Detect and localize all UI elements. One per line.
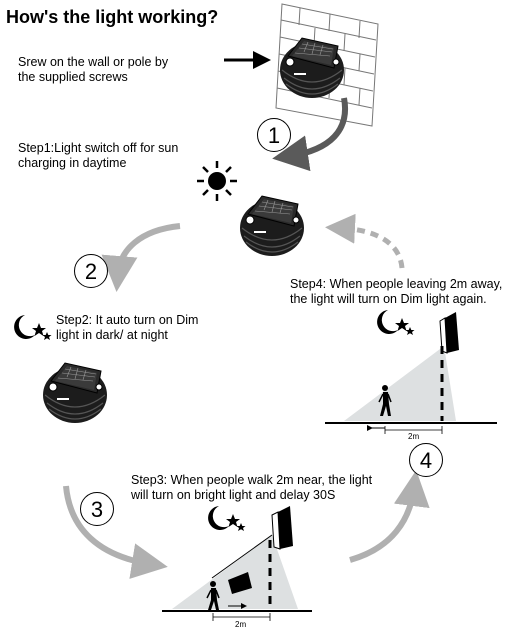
step3-number-badge: 3 xyxy=(80,492,114,526)
mount-instruction: Srew on the wall or pole by the supplied… xyxy=(18,55,169,84)
step1-number-badge: 1 xyxy=(257,118,291,152)
step4-distance-label: 2m xyxy=(408,432,420,441)
step3-scene xyxy=(162,506,312,621)
daytime-lamp-icon xyxy=(239,195,305,257)
page-title: How's the light working? xyxy=(6,7,219,27)
arrow-step4-icon xyxy=(325,213,405,269)
step1-description: Step1:Light switch off for sun charging … xyxy=(18,141,179,170)
night-lamp-icon xyxy=(42,362,108,424)
arrow-step1-icon xyxy=(272,97,348,172)
step2-number-badge: 2 xyxy=(74,254,108,288)
step4-number-badge: 4 xyxy=(409,443,443,477)
moon-stars-icon xyxy=(14,315,52,340)
arrow-step3-icon xyxy=(63,485,168,579)
step2-description: Step2: It auto turn on Dim light in dark… xyxy=(56,313,199,342)
arrow-to-step4-icon xyxy=(349,470,430,563)
step3-description: Step3: When people walk 2m near, the lig… xyxy=(131,473,373,502)
arrow-step2-icon xyxy=(101,223,181,292)
sun-icon xyxy=(197,161,237,201)
step4-scene xyxy=(325,310,497,434)
step4-description: Step4: When people leaving 2m away, the … xyxy=(290,277,503,306)
step3-distance-label: 2m xyxy=(235,620,247,629)
